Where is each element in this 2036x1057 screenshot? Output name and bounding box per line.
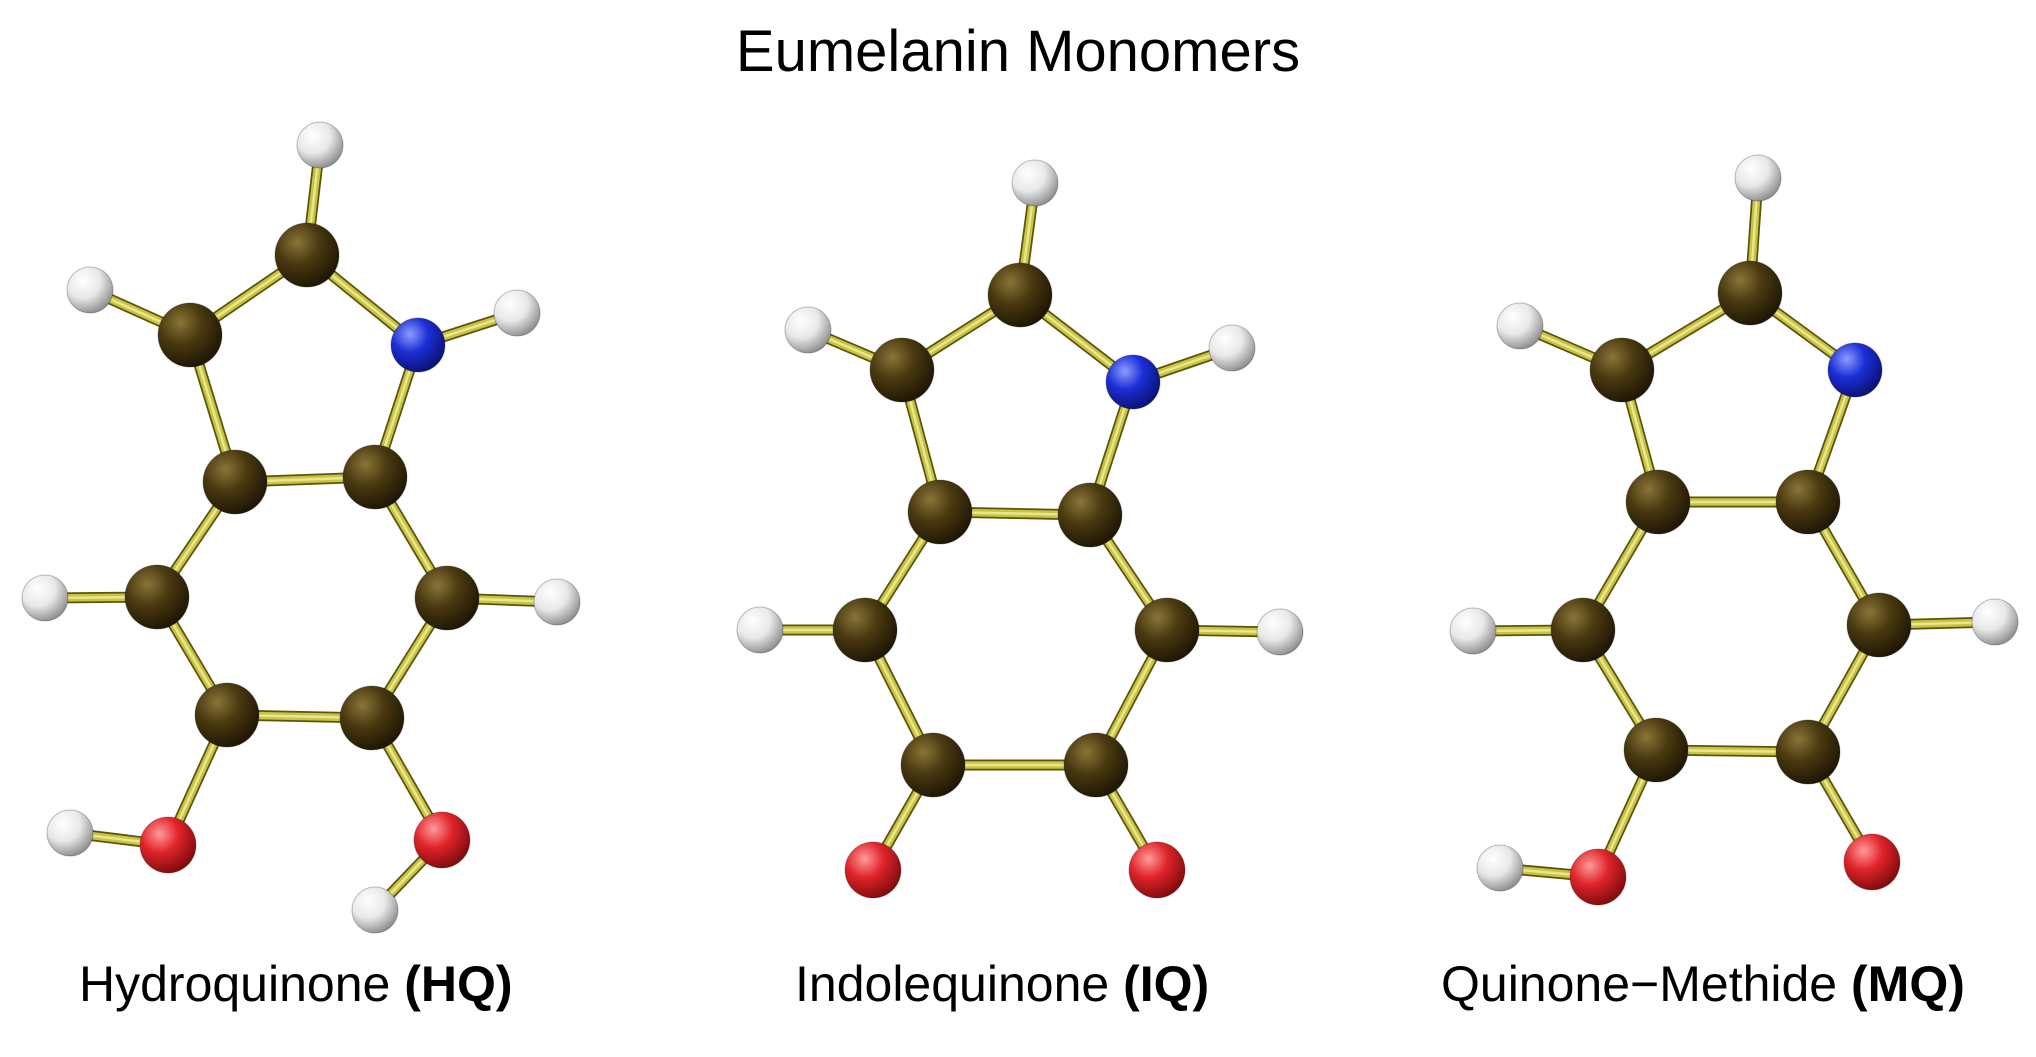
carbon-atom [1846, 592, 1912, 658]
atoms-mq [1449, 154, 2019, 906]
carbon-atom [414, 565, 480, 631]
carbon-atom [900, 732, 966, 798]
hydrogen-atom [493, 289, 541, 337]
hydrogen-atom [533, 578, 581, 626]
hydrogen-atom [1496, 302, 1544, 350]
caption-indolequinone: Indolequinone (IQ) [795, 955, 1209, 1013]
hydrogen-atom [736, 606, 784, 654]
hydrogen-atom [296, 121, 344, 169]
caption-quinone-methide: Quinone−Methide (MQ) [1441, 955, 1965, 1013]
carbon-atom [342, 444, 408, 510]
hydrogen-atom [1971, 598, 2019, 646]
nitrogen-atom [1827, 342, 1883, 398]
carbon-atom [1775, 719, 1841, 785]
nitrogen-atom [390, 317, 446, 373]
hydrogen-atom [1449, 607, 1497, 655]
hydrogen-atom [1011, 159, 1059, 207]
hydrogen-atom [351, 886, 399, 934]
carbon-atom [1717, 260, 1783, 326]
figure-title: Eumelanin Monomers [735, 19, 1301, 84]
carbon-atom [832, 597, 898, 663]
carbon-atom [124, 564, 190, 630]
carbon-atom [1625, 469, 1691, 535]
carbon-atom [907, 479, 973, 545]
hydrogen-atom [1476, 844, 1524, 892]
hydrogen-atom [46, 809, 94, 857]
carbon-atom [1623, 717, 1689, 783]
atoms-iq [736, 159, 1304, 899]
caption-abbr: (HQ) [404, 956, 513, 1012]
oxygen-atom [139, 816, 197, 874]
hydrogen-atom [66, 266, 114, 314]
carbon-atom [202, 449, 268, 515]
carbon-atom [1589, 337, 1655, 403]
nitrogen-atom [1105, 354, 1161, 410]
caption-abbr: (MQ) [1851, 956, 1965, 1012]
caption-name: Indolequinone [795, 956, 1110, 1012]
carbon-atom [1550, 597, 1616, 663]
carbon-atom [987, 262, 1053, 328]
oxygen-atom [1843, 833, 1901, 891]
carbon-atom [1057, 482, 1123, 548]
caption-hydroquinone: Hydroquinone (HQ) [79, 955, 513, 1013]
hydrogen-atom [1208, 324, 1256, 372]
oxygen-atom [1569, 848, 1627, 906]
hydrogen-atom [1734, 154, 1782, 202]
carbon-atom [274, 222, 340, 288]
caption-name: Quinone−Methide [1441, 956, 1838, 1012]
oxygen-atom [413, 811, 471, 869]
hydrogen-atom [21, 574, 69, 622]
caption-abbr: (IQ) [1123, 956, 1210, 1012]
caption-name: Hydroquinone [79, 956, 391, 1012]
carbon-atom [1775, 469, 1841, 535]
carbon-atom [157, 302, 223, 368]
atoms-hq [21, 121, 581, 934]
atom-layer [21, 121, 2019, 934]
carbon-atom [869, 337, 935, 403]
oxygen-atom [844, 841, 902, 899]
carbon-atom [194, 682, 260, 748]
oxygen-atom [1128, 841, 1186, 899]
hydrogen-atom [1256, 608, 1304, 656]
hydrogen-atom [784, 306, 832, 354]
carbon-atom [1134, 597, 1200, 663]
carbon-atom [1063, 732, 1129, 798]
carbon-atom [339, 685, 405, 751]
